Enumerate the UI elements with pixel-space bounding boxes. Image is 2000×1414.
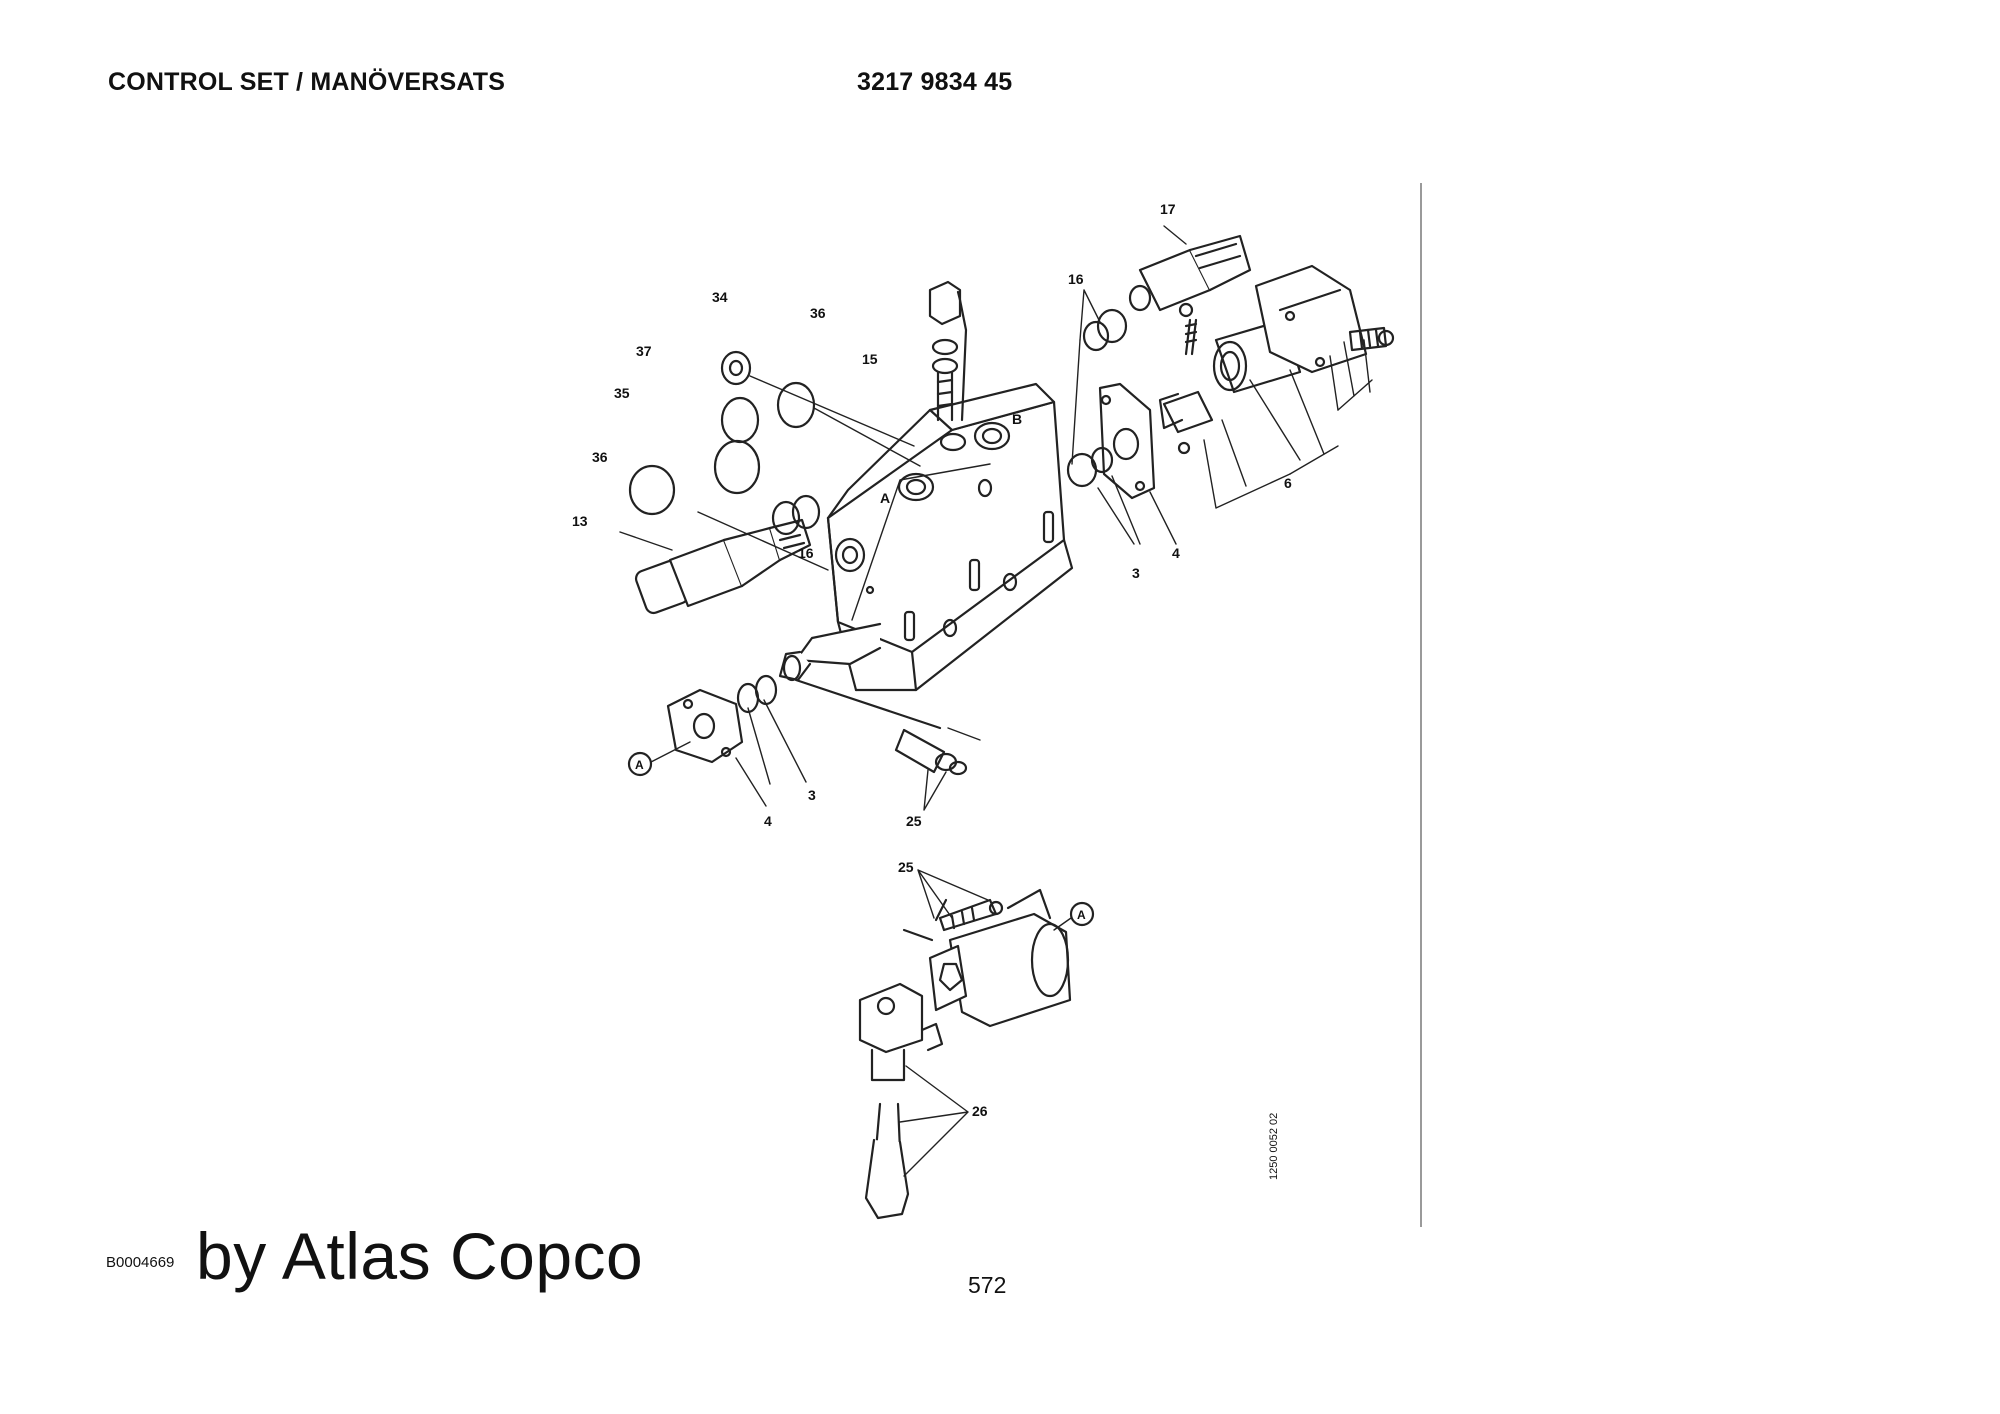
cartridge-6 — [1158, 264, 1368, 455]
callout-35: 35 — [614, 385, 630, 401]
callouts: 34 36 37 35 36 13 16 15 16 17 3 4 6 3 4 … — [572, 201, 1292, 1119]
callout-36: 36 — [592, 449, 608, 465]
view-marker-label-lower: A — [1077, 908, 1086, 922]
end-plate-4 — [1098, 382, 1156, 500]
document-code: B0004669 — [106, 1254, 175, 1271]
callout-25: 25 — [898, 859, 914, 875]
callout-37: 37 — [636, 343, 652, 359]
callout-3: 3 — [1132, 565, 1140, 581]
port-a-label: A — [880, 490, 890, 506]
pin-25 — [894, 728, 968, 776]
part-number: 3217 9834 45 — [857, 68, 1013, 96]
valve-17 — [1082, 234, 1252, 352]
callout-16: 16 — [798, 545, 814, 561]
callout-13: 13 — [572, 513, 588, 529]
lever-assembly: A — [858, 869, 1095, 1220]
drawing-reference-number: 1250 0052 02 — [1268, 1112, 1280, 1180]
leader-lines-lower — [735, 699, 947, 811]
callout-34: 34 — [712, 289, 728, 305]
seals-3-right — [1066, 446, 1114, 488]
callout-16: 16 — [1068, 271, 1084, 287]
callout-36: 36 — [810, 305, 826, 321]
callout-3: 3 — [808, 787, 816, 803]
vertical-divider — [1420, 183, 1422, 1227]
page-title: CONTROL SET / MANÖVERSATS — [108, 68, 506, 96]
leader-lines-right — [1071, 225, 1373, 545]
page-number: 572 — [968, 1272, 1007, 1298]
port-b-label: B — [1012, 411, 1022, 427]
callout-6: 6 — [1284, 475, 1292, 491]
callout-17: 17 — [1160, 201, 1176, 217]
view-marker-a-top: A — [627, 741, 691, 777]
view-marker-label: A — [635, 758, 644, 772]
callout-4: 4 — [1172, 545, 1180, 561]
spool — [778, 622, 981, 741]
screws-right — [1348, 326, 1395, 352]
relief-valve-13 — [619, 494, 829, 615]
callout-25: 25 — [906, 813, 922, 829]
callout-15: 15 — [862, 351, 878, 367]
adjuster-15 — [928, 280, 968, 452]
callout-26: 26 — [972, 1103, 988, 1119]
o-rings-left — [628, 350, 921, 516]
brand-text: by Atlas Copco — [196, 1219, 644, 1293]
callout-4: 4 — [764, 813, 772, 829]
